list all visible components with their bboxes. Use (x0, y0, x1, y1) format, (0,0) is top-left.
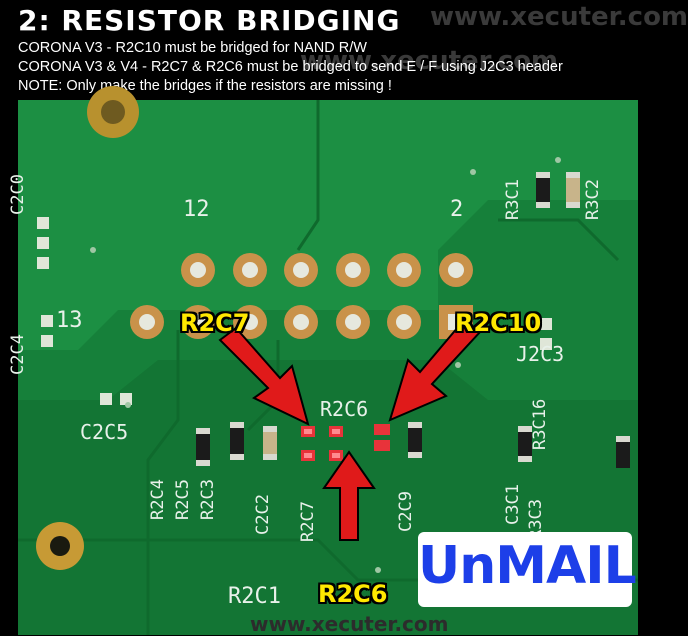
watermark: www.xecuter.com (300, 46, 559, 76)
silkscreen-label: 13 (56, 308, 83, 333)
page-title: 2: RESISTOR BRIDGING (18, 4, 401, 37)
silkscreen-label: R3C1 (503, 179, 523, 220)
silkscreen-label: C2C4 (8, 334, 28, 375)
callout-label-r2c6: R2C6 (318, 580, 388, 608)
silkscreen-label: J2C3 (516, 342, 565, 366)
watermark: www.xecuter.com (250, 612, 449, 636)
callout-label-r2c10: R2C10 (455, 309, 542, 337)
header-panel (0, 0, 656, 100)
silkscreen-label: C2C0 (8, 174, 28, 215)
instruction-line: CORONA V3 & V4 - R2C7 & R2C6 must be bri… (18, 59, 563, 75)
silkscreen-label: R2C4 (148, 479, 168, 520)
note-line: NOTE: Only make the bridges if the resis… (18, 78, 392, 94)
unmail-logo: UnMAIL (418, 532, 637, 607)
silkscreen-label: R2C6 (320, 397, 369, 421)
silkscreen-label: C2C2 (253, 494, 273, 535)
silkscreen-label: C2C9 (396, 491, 416, 532)
silkscreen-label: C2C5 (80, 420, 129, 444)
instruction-line: CORONA V3 - R2C10 must be bridged for NA… (18, 40, 367, 56)
unmail-logo-text: UnMAIL (418, 536, 637, 596)
silkscreen-label: R2C1 (228, 584, 281, 609)
silkscreen-label: 12 (183, 197, 210, 222)
silkscreen-label: 2 (450, 197, 464, 222)
silkscreen-label: C3C1 (503, 484, 523, 525)
watermark: www.xecuter.com (430, 2, 688, 32)
callout-label-r2c7: R2C7 (180, 309, 250, 337)
silkscreen-label: R2C3 (198, 479, 218, 520)
silkscreen-label: R3C16 (530, 398, 550, 450)
silkscreen-label: R2C7 (298, 501, 318, 542)
silkscreen-label: R2C5 (173, 479, 193, 520)
silkscreen-label: R3C2 (583, 179, 603, 220)
